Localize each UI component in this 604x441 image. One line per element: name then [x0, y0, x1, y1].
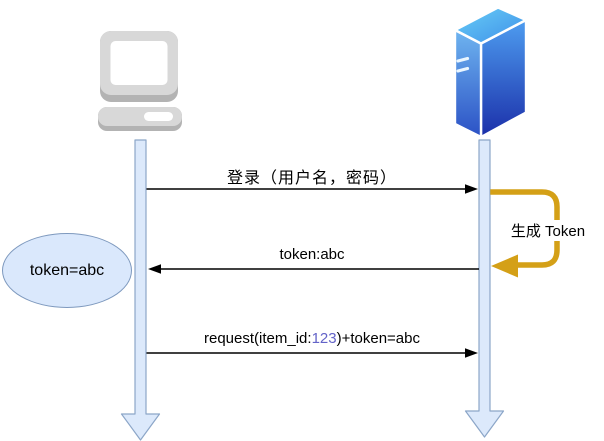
- server-led-dash: [456, 66, 470, 73]
- token-response-label: token:abc: [279, 246, 345, 263]
- server-icon: [453, 6, 528, 139]
- login-message-label: 登录（用户名，密码）: [226, 170, 397, 187]
- arrowhead: [465, 184, 478, 194]
- token-note-text: token=abc: [29, 261, 105, 279]
- request-item-id-value: 123: [311, 330, 337, 347]
- token-note: token=abc: [2, 233, 132, 308]
- server-front-face: [453, 28, 483, 139]
- loop-arrowhead: [491, 254, 518, 278]
- request-prefix: request(item_id:: [204, 330, 312, 347]
- request-suffix: )+token=abc: [336, 330, 420, 347]
- request-arrow: [146, 348, 478, 358]
- base-body: [98, 107, 182, 126]
- base-slot: [144, 112, 173, 121]
- client-lifeline: [120, 139, 161, 441]
- arrowhead: [465, 348, 478, 358]
- monitor-screen: [110, 41, 168, 85]
- arrowhead: [148, 264, 161, 274]
- generate-token-label: 生成 Token: [505, 220, 591, 241]
- login-arrow: [146, 184, 478, 194]
- generate-token-text: 生成 Token: [510, 223, 586, 240]
- token-response-arrow: [148, 264, 479, 274]
- computer-icon: [98, 31, 182, 131]
- server-lifeline: [464, 139, 505, 438]
- server-top-face: [453, 6, 528, 45]
- server-led-dash: [456, 56, 470, 63]
- request-message-label: request(item_id:123)+token=abc: [142, 330, 482, 347]
